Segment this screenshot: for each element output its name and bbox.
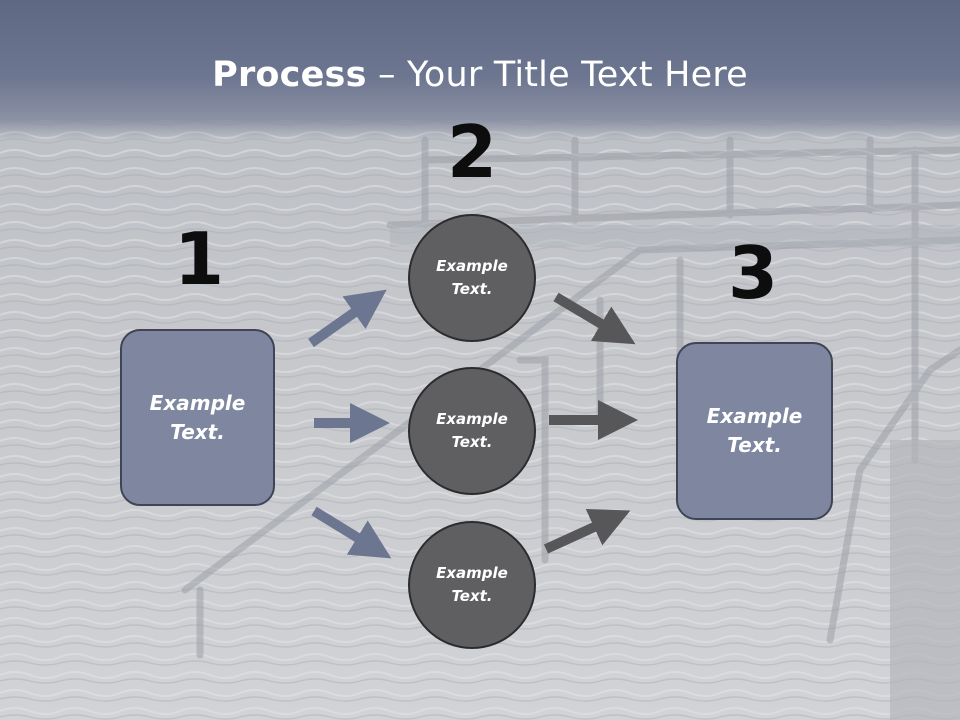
circle-bottom: Example Text. — [408, 521, 536, 649]
arrow-from-circle-bottom — [543, 508, 631, 554]
arrow-from-circle-top — [553, 292, 636, 345]
title-rest: – Your Title Text Here — [366, 55, 748, 95]
slide-title: Process – Your Title Text Here — [0, 52, 960, 98]
circle-top-text: Example Text. — [436, 257, 508, 298]
circle-middle: Example Text. — [408, 367, 536, 495]
step-number-1: 1 — [173, 217, 225, 301]
title-band — [0, 0, 960, 140]
step-box-1: Example Text. — [120, 329, 275, 506]
arrow-to-circle-top — [308, 289, 387, 348]
circle-top: Example Text. — [408, 214, 536, 342]
step-box-3: Example Text. — [676, 342, 833, 520]
circle-middle-text: Example Text. — [436, 410, 508, 451]
step-number-3: 3 — [727, 231, 779, 315]
circle-bottom-text: Example Text. — [436, 564, 508, 605]
step-box-3-text: Example Text. — [706, 404, 803, 457]
step-number-2: 2 — [446, 110, 498, 194]
title-bold: Process — [212, 55, 367, 95]
arrow-to-circle-bottom — [311, 506, 392, 559]
step-box-1-text: Example Text. — [149, 390, 246, 444]
